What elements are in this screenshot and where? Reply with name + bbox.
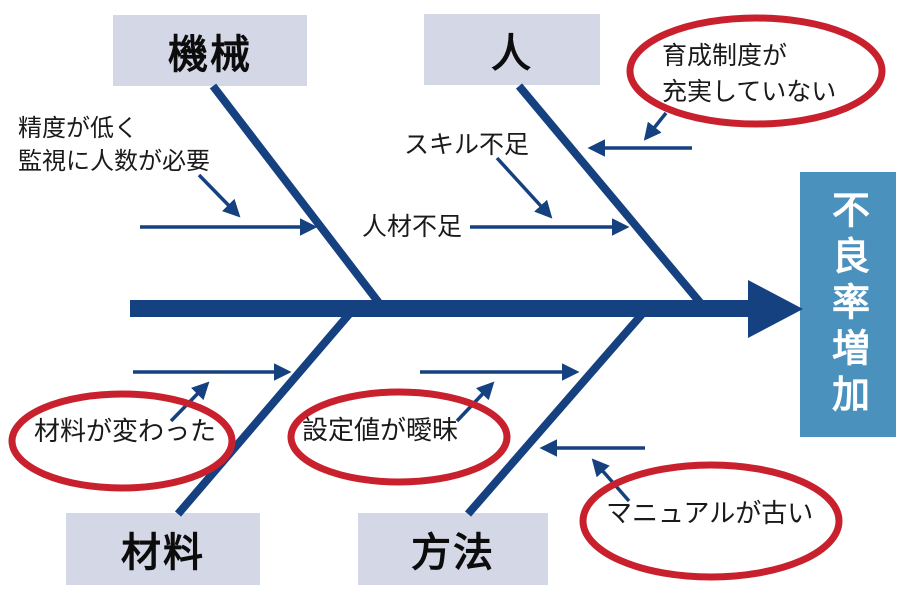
- bone-material: [174, 302, 361, 517]
- highlight-ellipse-manual: [579, 461, 843, 581]
- effect-box: [800, 172, 896, 437]
- cause-label-material-changed: 材料が変わった: [34, 417, 217, 447]
- cause-label-manual-old: マニュアルが古い: [606, 499, 814, 529]
- category-label-machine: 機械: [168, 31, 252, 78]
- effect-label: 不良率増加: [825, 189, 870, 420]
- cause-label-training: 育成制度が 充実していない: [662, 38, 836, 110]
- highlight-ellipse-setting-vague: [287, 388, 511, 486]
- cause-label-precision-line1: 精度が低く: [18, 114, 138, 142]
- cause-label-precision: 精度が低く 監視に人数が必要: [18, 112, 210, 178]
- bone-method: [464, 302, 654, 517]
- category-label-person: 人: [491, 30, 533, 77]
- highlight-ellipse-training: [626, 14, 886, 128]
- cause-label-precision-line2: 監視に人数が必要: [18, 147, 210, 175]
- category-label-material: 材料: [121, 530, 205, 576]
- category-box-person: [424, 14, 600, 85]
- bone-person: [515, 83, 712, 315]
- category-box-machine: [113, 15, 307, 86]
- spine-line: [130, 300, 755, 317]
- pointer-arrow-manual: [591, 458, 631, 503]
- cause-label-skill: スキル不足: [404, 130, 530, 159]
- pointer-arrow-skill: [495, 156, 553, 219]
- cause-label-staff-shortage: 人材不足: [362, 212, 463, 241]
- bone-machine: [209, 83, 390, 315]
- category-box-material: [66, 513, 260, 585]
- category-label-method: 方法: [411, 530, 495, 576]
- pointer-arrow-training: [643, 111, 668, 141]
- highlight-ellipse-material-changed: [8, 390, 236, 492]
- pointer-arrow-precision: [197, 173, 241, 218]
- cause-label-setting-vague: 設定値が曖昧: [302, 416, 459, 446]
- cause-label-training-line1: 育成制度が: [662, 41, 788, 70]
- cause-label-training-line2: 充実していない: [662, 77, 837, 106]
- category-box-method: [358, 513, 548, 585]
- spine-arrowhead: [748, 280, 803, 338]
